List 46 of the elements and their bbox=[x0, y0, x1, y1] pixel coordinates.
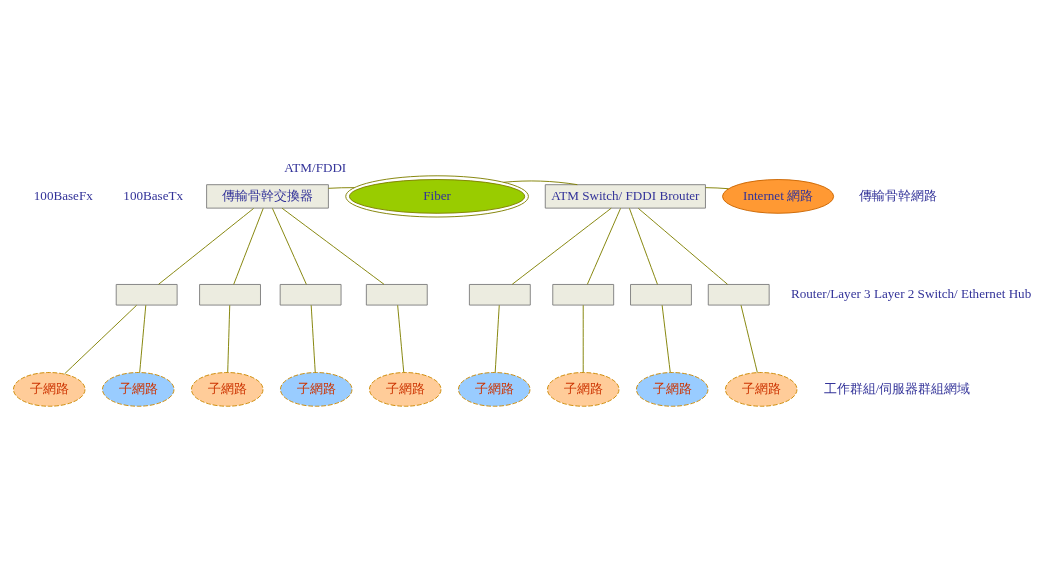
connector bbox=[629, 207, 658, 285]
label: 100BaseTx bbox=[123, 187, 184, 203]
connector bbox=[233, 207, 264, 285]
connector bbox=[586, 207, 621, 285]
node-ellipse: 子網路 bbox=[368, 371, 442, 407]
connector bbox=[310, 304, 316, 373]
connector bbox=[271, 207, 307, 285]
node-ellipse: 子網路 bbox=[279, 371, 353, 407]
node-box: 傳輸骨幹交換器 bbox=[206, 183, 329, 209]
connector bbox=[705, 186, 729, 189]
connector bbox=[740, 304, 758, 373]
connector bbox=[637, 207, 729, 285]
node-box bbox=[707, 283, 770, 306]
node-ellipse: 子網路 bbox=[457, 371, 531, 407]
connector bbox=[158, 207, 255, 285]
node-ellipse: 子網路 bbox=[13, 371, 86, 407]
connector bbox=[397, 304, 405, 373]
label: 工作群組/伺服器群組網域 bbox=[823, 380, 971, 396]
connector bbox=[64, 304, 138, 374]
node-box bbox=[115, 283, 178, 306]
connector bbox=[139, 304, 147, 373]
node-box bbox=[468, 283, 531, 306]
label: Router/Layer 3 Layer 2 Switch/ Ethernet Hub bbox=[790, 285, 1032, 301]
connector bbox=[582, 304, 584, 373]
connector bbox=[503, 180, 578, 185]
connector bbox=[281, 207, 385, 285]
node-box bbox=[199, 283, 261, 306]
node-ellipse: Internet 網路 bbox=[722, 178, 835, 214]
node-ellipse: 子網路 bbox=[102, 371, 175, 407]
node-box: ATM Switch/ FDDI Brouter bbox=[544, 183, 706, 209]
node-box bbox=[279, 283, 342, 306]
label: 100BaseFx bbox=[33, 187, 93, 203]
node-label: ATM/FDDI bbox=[284, 159, 347, 175]
connector bbox=[327, 186, 355, 189]
connector bbox=[511, 207, 612, 285]
connector bbox=[227, 304, 231, 373]
node-ellipse: 子網路 bbox=[546, 371, 620, 407]
node-ellipse: 子網路 bbox=[191, 371, 264, 407]
node-box bbox=[552, 283, 615, 306]
node-ellipse: 子網路 bbox=[724, 371, 798, 407]
node-ellipse: 子網路 bbox=[635, 371, 709, 407]
node-box bbox=[630, 283, 692, 306]
node-box bbox=[365, 283, 428, 306]
connector bbox=[494, 304, 500, 373]
connector bbox=[661, 304, 671, 373]
label: 傳輸骨幹網路 bbox=[858, 187, 937, 203]
